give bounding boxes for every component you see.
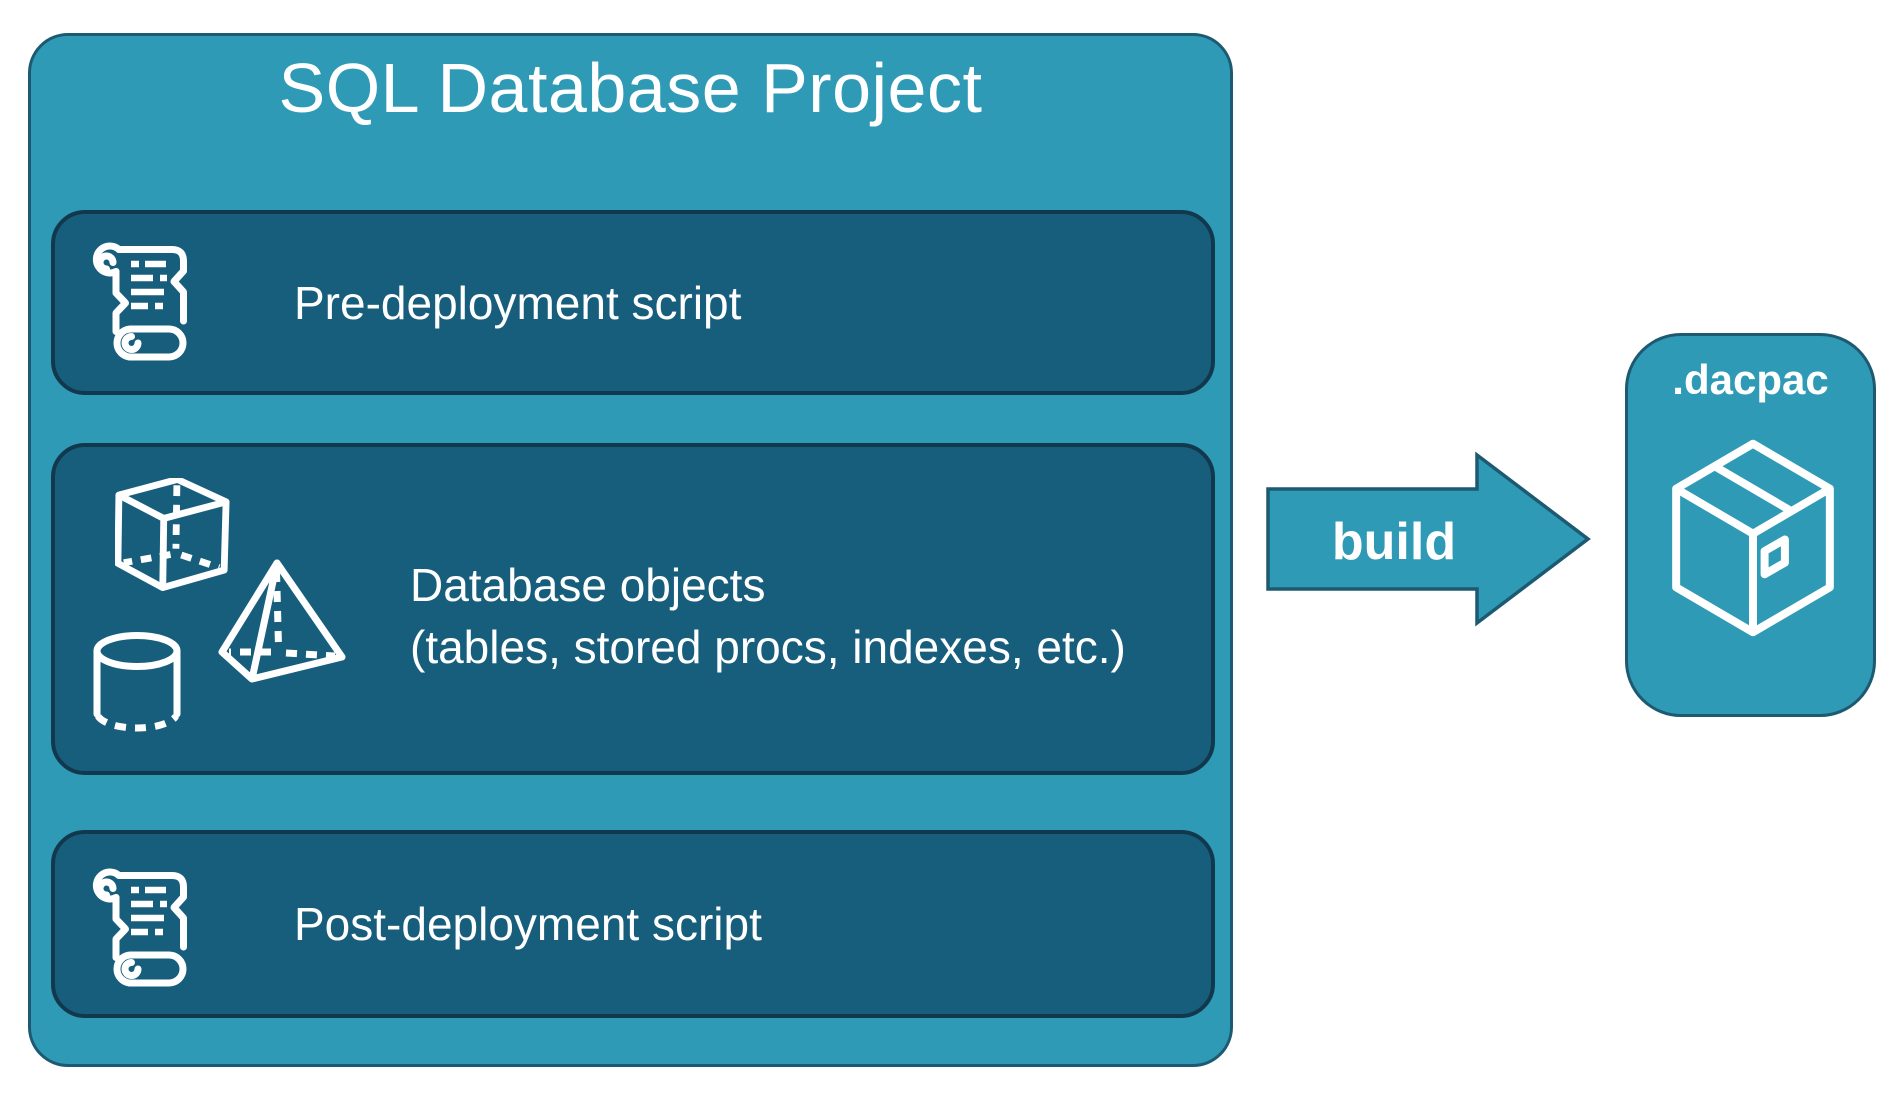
build-arrow-label: build [1331,513,1457,571]
pyramid-icon [218,559,346,683]
panel-pre-deployment: Pre-deployment script [51,210,1215,395]
panel-post-deployment: Post-deployment script [51,830,1215,1018]
project-title: SQL Database Project [278,49,983,127]
build-arrow [1266,451,1591,627]
cube-icon [115,478,230,592]
dacpac-box: .dacpac [1625,333,1876,717]
scroll-icon [92,242,187,361]
scroll-icon [92,868,187,987]
dacpac-label: .dacpac [1672,356,1829,403]
sql-database-project-box: SQL Database Project Pre-deployment scri… [28,33,1233,1067]
package-icon [1672,439,1834,637]
panel-label-database-objects: Database objects (tables, stored procs, … [410,554,1126,678]
panel-label-pre-deployment: Pre-deployment script [294,276,742,329]
panel-label-post-deployment: Post-deployment script [294,898,762,950]
database-objects-line2: (tables, stored procs, indexes, etc.) [410,621,1126,673]
panel-database-objects: Database objects (tables, stored procs, … [51,443,1215,775]
cylinder-icon [93,632,181,732]
database-objects-line1: Database objects [410,559,766,611]
